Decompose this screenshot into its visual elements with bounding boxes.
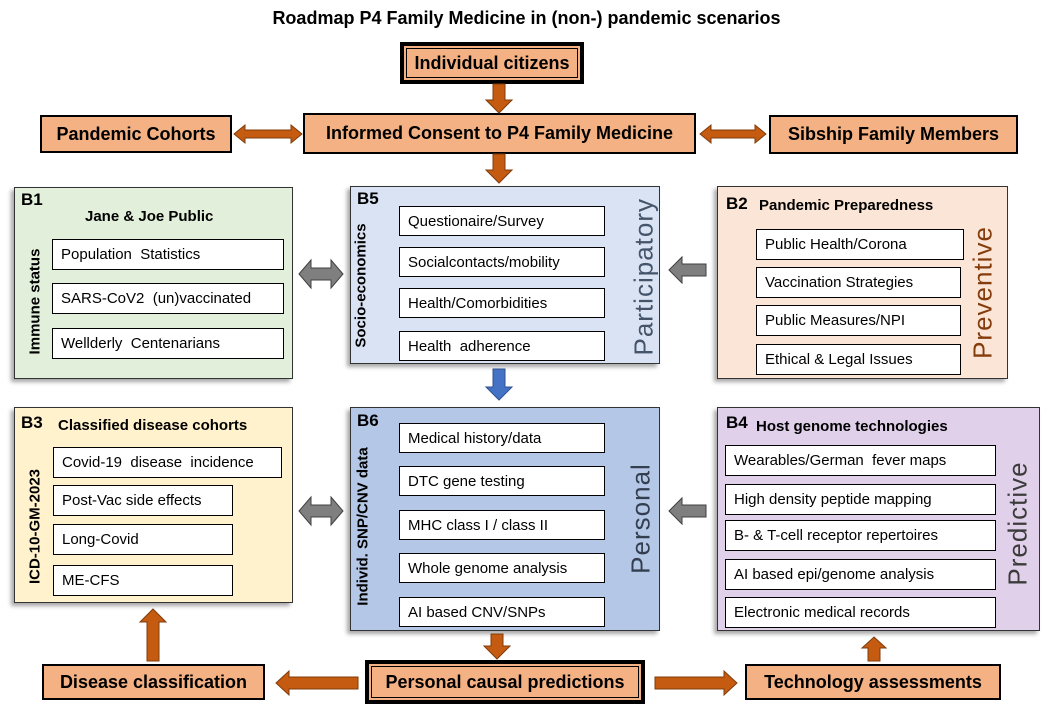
panel-b3-item: Covid-19 disease incidence (53, 447, 282, 478)
arrow-up-icon (138, 608, 168, 662)
panel-b5-item: Health/Comorbidities (399, 288, 605, 318)
arrow-up-icon (860, 636, 888, 662)
sibship-family-box: Sibship Family Members (769, 115, 1018, 154)
panel-b5-id: B5 (357, 189, 379, 208)
panel-b3-heading: Classified disease cohorts (58, 417, 248, 434)
panel-b1-id: B1 (21, 190, 43, 209)
panel-b6-category: Personal (625, 463, 656, 574)
panel-b2-item: Ethical & Legal Issues (756, 344, 961, 375)
individual-citizens-box: Individual citizens (400, 42, 584, 84)
double-arrow-icon (233, 123, 303, 145)
panel-b1-side-label: Immune status (26, 248, 44, 355)
panel-b6: B6 Individ. SNP/CNV data Medical history… (350, 407, 660, 631)
panel-b2-category: Preventive (967, 226, 998, 359)
panel-b2: B2 Pandemic Preparedness Public Health/C… (717, 186, 1008, 379)
diagram-title: Roadmap P4 Family Medicine in (non-) pan… (272, 8, 781, 28)
panel-b4-item: Wearables/German fever maps (725, 445, 996, 476)
panel-b2-item: Vaccination Strategies (756, 267, 961, 298)
panel-b6-item: MHC class I / class II (399, 510, 605, 540)
panel-b4-item: AI based epi/genome analysis (725, 559, 996, 590)
panel-b3: B3 Classified disease cohorts ICD-10-GM-… (14, 407, 293, 603)
pandemic-cohorts-box: Pandemic Cohorts (40, 115, 232, 153)
panel-b6-side-label: Individ. SNP/CNV data (354, 447, 372, 606)
panel-b1-item: Population Statistics (52, 239, 284, 270)
panel-b6-item: Medical history/data (399, 423, 605, 453)
panel-b5-category: Participatory (628, 198, 659, 356)
panel-b4-item: High density peptide mapping (725, 484, 996, 515)
panel-b4-id: B4 (726, 413, 748, 432)
panel-b1: B1 Jane & Joe Public Immune status Popul… (14, 187, 293, 379)
panel-b5-item: Questionaire/Survey (399, 206, 605, 236)
panel-b2-item: Public Measures/NPI (756, 305, 961, 336)
panel-b3-id: B3 (21, 413, 43, 432)
panel-b2-item: Public Health/Corona (756, 229, 964, 260)
arrow-right-icon (654, 669, 738, 697)
arrow-down-icon (484, 83, 514, 114)
panel-b1-item: SARS-CoV2 (un)vaccinated (52, 283, 284, 314)
informed-consent-box: Informed Consent to P4 Family Medicine (303, 113, 696, 154)
panel-b4-item: B- & T-cell receptor repertoires (725, 520, 996, 551)
panel-b6-item: AI based CNV/SNPs (399, 597, 605, 627)
arrow-left-icon (668, 255, 707, 285)
double-arrow-icon (298, 495, 344, 527)
arrow-left-icon (275, 669, 359, 697)
panel-b5: B5 Socio-economics Questionaire/Survey S… (350, 186, 660, 364)
technology-assessments-box: Technology assessments (745, 664, 1001, 700)
panel-b5-item: Health adherence (399, 331, 605, 361)
panel-b6-id: B6 (357, 411, 379, 430)
arrow-down-icon (482, 633, 512, 660)
panel-b5-item: Socialcontacts/mobility (399, 247, 605, 277)
panel-b1-heading: Jane & Joe Public (85, 208, 214, 225)
panel-b6-item: DTC gene testing (399, 466, 605, 496)
panel-b2-heading: Pandemic Preparedness (759, 197, 934, 214)
double-arrow-icon (699, 123, 767, 145)
panel-b4-heading: Host genome technologies (756, 418, 948, 435)
arrow-down-icon (484, 153, 514, 184)
panel-b4-category: Predictive (1002, 461, 1033, 586)
panel-b5-side-label: Socio-economics (352, 223, 370, 348)
double-arrow-icon (298, 258, 344, 290)
panel-b3-item: Post-Vac side effects (53, 485, 233, 516)
panel-b3-item: ME-CFS (53, 565, 233, 596)
panel-b4: B4 Host genome technologies Wearables/Ge… (717, 407, 1040, 631)
panel-b4-item: Electronic medical records (725, 597, 996, 628)
panel-b6-item: Whole genome analysis (399, 553, 605, 583)
panel-b3-item: Long-Covid (53, 524, 233, 555)
disease-classification-box: Disease classification (42, 664, 265, 700)
personal-causal-predictions-box: Personal causal predictions (365, 660, 645, 704)
panel-b1-item: Wellderly Centenarians (52, 328, 284, 359)
arrow-down-icon (484, 368, 514, 401)
panel-b3-side-label: ICD-10-GM-2023 (26, 468, 44, 585)
panel-b2-id: B2 (726, 194, 748, 213)
arrow-left-icon (668, 496, 707, 526)
